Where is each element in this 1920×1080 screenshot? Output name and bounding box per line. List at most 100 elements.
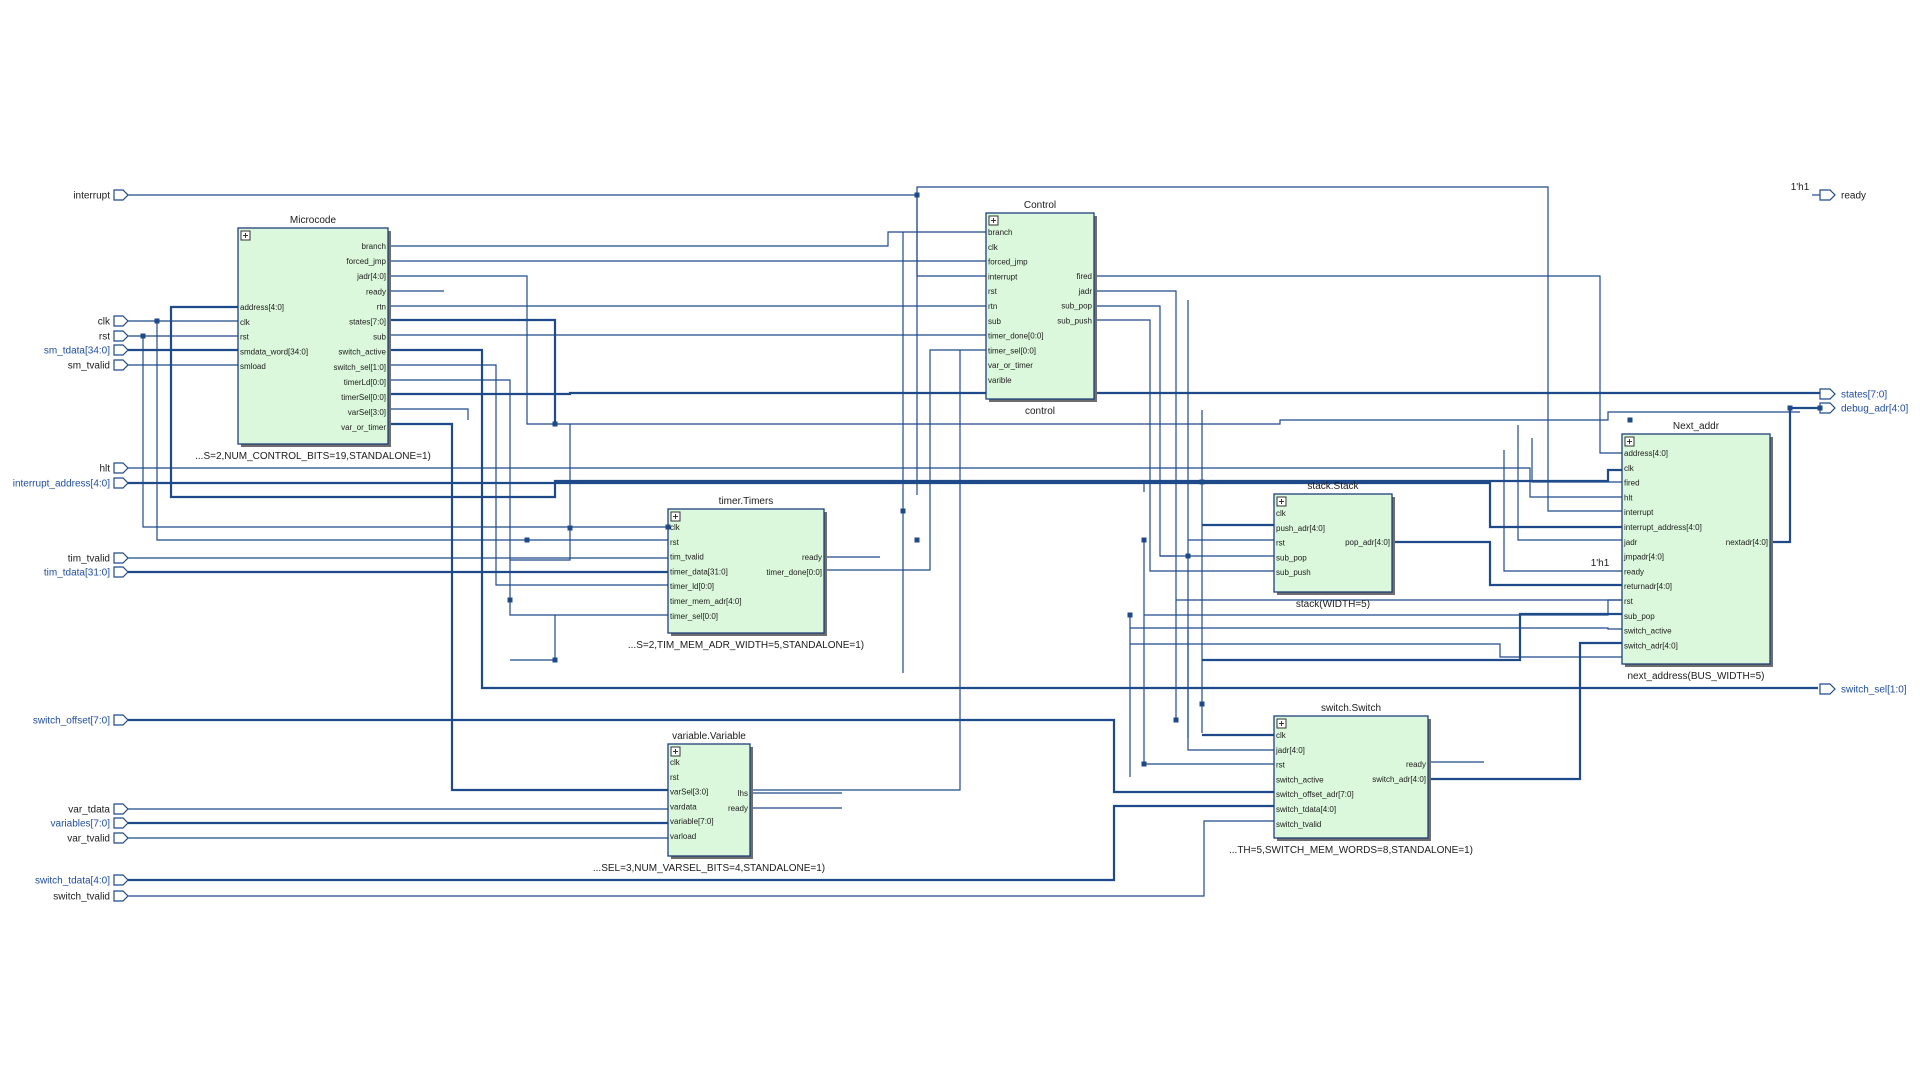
block-subtitle: next_address(BUS_WIDTH=5) xyxy=(1628,671,1765,682)
pin-in-next_addr: fired xyxy=(1624,479,1640,488)
pin-out-microcode: ready xyxy=(366,287,386,296)
block-control[interactable]: Controlcontrolbranchclkforced_jmpinterru… xyxy=(985,200,1097,417)
input-port-label: sm_tvalid xyxy=(68,361,110,372)
output-port-label: debug_adr[4:0] xyxy=(1841,404,1909,415)
pin-in-next_addr: interrupt_address[4:0] xyxy=(1624,523,1702,532)
input-port-tim_tdata[interactable]: tim_tdata[31:0] xyxy=(44,566,129,579)
pin-in-timers: rst xyxy=(670,538,680,547)
input-port-switch_offset[interactable]: switch_offset[7:0] xyxy=(33,714,129,727)
expand-icon[interactable] xyxy=(1624,436,1635,447)
junction-dot xyxy=(1173,717,1179,723)
pin-in-next_addr: address[4:0] xyxy=(1624,449,1668,458)
pin-out-microcode: timerLd[0:0] xyxy=(344,378,386,387)
pin-in-control: forced_jmp xyxy=(988,258,1028,267)
pin-out-microcode: var_or_timer xyxy=(341,423,386,432)
expand-icon[interactable] xyxy=(988,215,999,226)
input-port-label: rst xyxy=(99,332,110,343)
output-port-label: states[7:0] xyxy=(1841,390,1887,401)
wires xyxy=(128,186,1820,897)
junction-dot xyxy=(1199,701,1205,707)
pin-out-variable: lhs xyxy=(738,789,748,798)
input-port-sm_tvalid[interactable]: sm_tvalid xyxy=(68,359,129,372)
pin-in-microcode: address[4:0] xyxy=(240,303,284,312)
blocks: Microcode...S=2,NUM_CONTROL_BITS=19,STAN… xyxy=(195,200,1773,874)
input-port-var_tdata[interactable]: var_tdata xyxy=(68,803,129,816)
block-subtitle: control xyxy=(1025,406,1055,417)
pin-in-stack: clk xyxy=(1276,509,1287,518)
junction-dot xyxy=(1185,553,1191,559)
pin-out-switch: switch_adr[4:0] xyxy=(1372,775,1426,784)
junction-dot xyxy=(1787,405,1793,411)
input-port-label: sm_tdata[34:0] xyxy=(44,346,110,357)
input-port-label: switch_offset[7:0] xyxy=(33,716,110,727)
input-port-label: interrupt xyxy=(73,191,110,202)
input-port-interrupt[interactable]: interrupt xyxy=(73,189,129,202)
pin-in-stack: sub_pop xyxy=(1276,553,1307,562)
input-port-switch_tdata[interactable]: switch_tdata[4:0] xyxy=(35,874,129,887)
pin-in-next_addr: jadr xyxy=(1623,538,1638,547)
pin-in-control: timer_done[0:0] xyxy=(988,332,1044,341)
output-port-label: switch_sel[1:0] xyxy=(1841,685,1907,696)
input-port-tim_tvalid[interactable]: tim_tvalid xyxy=(68,552,129,565)
junction-dot xyxy=(552,421,558,427)
block-microcode[interactable]: Microcode...S=2,NUM_CONTROL_BITS=19,STAN… xyxy=(195,215,431,462)
input-port-label: var_tvalid xyxy=(67,834,110,845)
pin-out-control: jadr xyxy=(1078,287,1093,296)
input-port-interrupt_address[interactable]: interrupt_address[4:0] xyxy=(13,477,129,490)
pin-out-control: fired xyxy=(1076,272,1092,281)
pin-in-control: sub xyxy=(988,317,1001,326)
expand-icon[interactable] xyxy=(1276,718,1287,729)
input-port-hlt[interactable]: hlt xyxy=(99,462,129,475)
block-next_addr[interactable]: Next_addrnext_address(BUS_WIDTH=5)addres… xyxy=(1621,421,1773,682)
output-port-ready[interactable]: ready xyxy=(1819,189,1866,202)
input-port-switch_tvalid[interactable]: switch_tvalid xyxy=(53,890,129,903)
output-port-states[interactable]: states[7:0] xyxy=(1819,388,1887,401)
output-port-debug_adr[interactable]: debug_adr[4:0] xyxy=(1819,402,1909,415)
pin-in-next_addr: switch_active xyxy=(1624,627,1672,636)
block-timers[interactable]: timer.Timers...S=2,TIM_MEM_ADR_WIDTH=5,S… xyxy=(628,496,864,651)
pin-out-microcode: forced_jmp xyxy=(346,257,386,266)
expand-icon[interactable] xyxy=(1276,496,1287,507)
junction-dot xyxy=(140,333,146,339)
pin-in-control: rst xyxy=(988,287,998,296)
pin-in-switch: switch_offset_adr[7:0] xyxy=(1276,790,1354,799)
input-port-clk[interactable]: clk xyxy=(98,315,129,328)
pin-in-next_addr: returnadr[4:0] xyxy=(1624,582,1672,591)
junction-dot xyxy=(1627,417,1633,423)
pin-in-switch: switch_active xyxy=(1276,775,1324,784)
pin-in-next_addr: clk xyxy=(1624,464,1635,473)
pin-in-control: varible xyxy=(988,376,1012,385)
expand-icon[interactable] xyxy=(670,746,681,757)
block-stack[interactable]: stack.Stackstack(WIDTH=5)clkpush_adr[4:0… xyxy=(1273,481,1395,610)
pin-out-microcode: varSel[3:0] xyxy=(348,408,386,417)
block-title: timer.Timers xyxy=(719,496,774,507)
pin-out-microcode: branch xyxy=(362,242,386,251)
junctions xyxy=(140,192,1823,767)
expand-icon[interactable] xyxy=(670,511,681,522)
pin-in-next_addr: switch_adr[4:0] xyxy=(1624,641,1678,650)
input-port-label: switch_tdata[4:0] xyxy=(35,876,110,887)
input-port-rst[interactable]: rst xyxy=(99,330,129,343)
block-switch[interactable]: switch.Switch...TH=5,SWITCH_MEM_WORDS=8,… xyxy=(1229,703,1473,856)
pin-out-timers: timer_done[0:0] xyxy=(766,568,822,577)
junction-dot xyxy=(154,318,160,324)
input-port-sm_tdata[interactable]: sm_tdata[34:0] xyxy=(44,344,129,357)
junction-dot xyxy=(665,524,671,530)
output-port-switch_sel[interactable]: switch_sel[1:0] xyxy=(1819,683,1907,696)
input-port-var_tvalid[interactable]: var_tvalid xyxy=(67,832,129,845)
expand-icon[interactable] xyxy=(240,230,251,241)
pin-in-variable: variable[7:0] xyxy=(670,817,714,826)
pin-in-timers: timer_sel[0:0] xyxy=(670,612,718,621)
junction-dot xyxy=(900,508,906,514)
pin-in-control: branch xyxy=(988,228,1012,237)
block-subtitle: ...SEL=3,NUM_VARSEL_BITS=4,STANDALONE=1) xyxy=(593,863,825,874)
junction-dot xyxy=(914,537,920,543)
block-subtitle: stack(WIDTH=5) xyxy=(1296,599,1370,610)
input-port-variables[interactable]: variables[7:0] xyxy=(51,817,129,830)
pin-in-switch: rst xyxy=(1276,761,1286,770)
pin-out-variable: ready xyxy=(728,804,748,813)
pin-in-switch: switch_tvalid xyxy=(1276,820,1321,829)
pin-in-variable: varSel[3:0] xyxy=(670,788,708,797)
block-variable[interactable]: variable.Variable...SEL=3,NUM_VARSEL_BIT… xyxy=(593,731,825,874)
